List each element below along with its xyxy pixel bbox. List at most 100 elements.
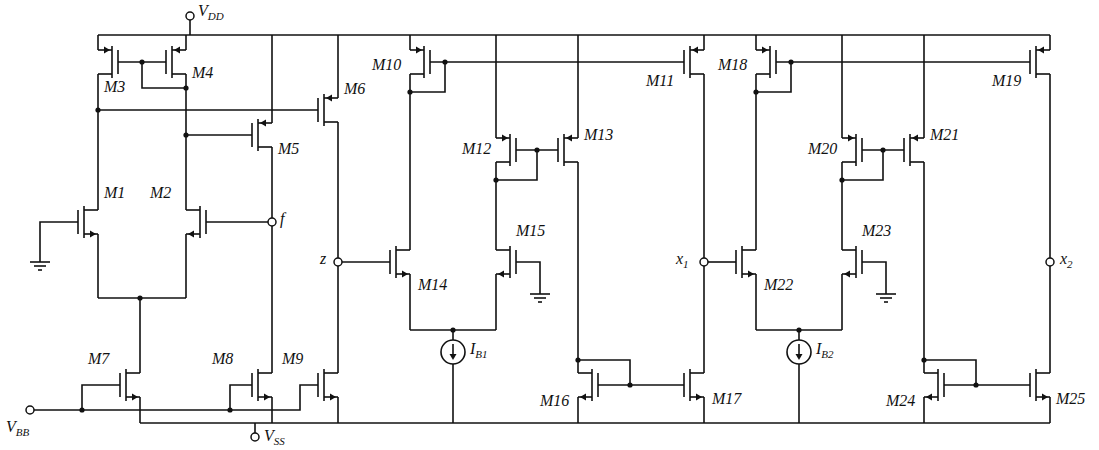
ground-stroke — [880, 297, 892, 299]
transistor-arrow — [326, 95, 332, 102]
transistor-arrow — [696, 394, 702, 401]
wire — [495, 35, 497, 138]
label-main: I — [470, 340, 475, 357]
signal-label: VSS — [264, 427, 285, 447]
transistor-label: z — [320, 250, 326, 268]
transistor-stroke — [251, 123, 253, 147]
current-arrow-head — [450, 354, 457, 360]
signal-label: IB1 — [470, 340, 488, 360]
ground-stroke — [530, 293, 550, 295]
ground-stroke — [876, 293, 896, 295]
wire — [841, 162, 843, 250]
transistor-stroke — [842, 161, 856, 163]
signal-label: x2 — [1060, 250, 1073, 270]
transistor-stroke — [910, 161, 924, 163]
transistor-stroke — [775, 50, 777, 74]
transistor-label: M5 — [278, 140, 299, 158]
current-source-symbol — [787, 340, 811, 364]
wire — [703, 74, 705, 373]
junction-dot — [788, 59, 793, 64]
pmos-symbol — [558, 134, 578, 166]
junction-dot — [796, 327, 801, 332]
transistor-label: M13 — [584, 126, 613, 144]
transistor-label: M7 — [88, 350, 109, 368]
nmos-symbol — [186, 206, 206, 238]
transistor-label: M8 — [212, 350, 233, 368]
transistor-stroke — [1029, 373, 1031, 397]
transistor-stroke — [324, 121, 338, 123]
wire — [924, 360, 976, 385]
nmos-symbol — [684, 369, 704, 401]
wire — [578, 360, 630, 385]
label-main: V — [198, 2, 208, 19]
junction-dot — [183, 85, 188, 90]
transistor-label: M9 — [282, 350, 303, 368]
wire — [703, 35, 705, 50]
wire — [708, 261, 736, 263]
wire — [755, 74, 757, 250]
ground-stroke — [538, 301, 542, 303]
wire — [337, 397, 339, 423]
wire — [271, 147, 273, 373]
wires — [34, 20, 1050, 433]
ground-symbol — [30, 262, 50, 270]
junction-dot — [921, 357, 926, 362]
transistor-label: M12 — [462, 140, 491, 158]
wire — [139, 298, 141, 373]
transistor-arrow — [502, 135, 508, 142]
wire — [577, 397, 579, 423]
transistor-label: M14 — [418, 276, 447, 294]
signal-label: x1 — [676, 250, 689, 270]
ground-stroke — [884, 301, 888, 303]
wire — [409, 74, 411, 250]
wire — [776, 61, 1030, 63]
wire — [862, 262, 886, 294]
wire — [189, 20, 191, 35]
junction-dot — [534, 147, 539, 152]
transistor-stroke — [861, 138, 863, 162]
junction-dot — [973, 382, 978, 387]
current-source-circle — [441, 340, 465, 364]
wire — [186, 134, 252, 136]
wire — [254, 423, 256, 433]
wire — [923, 397, 925, 423]
transistor-stroke — [496, 249, 510, 251]
terminal-circle — [700, 258, 708, 266]
transistor-label: M18 — [718, 56, 747, 74]
wire — [337, 35, 339, 98]
transistor-stroke — [564, 161, 578, 163]
wire — [97, 35, 99, 50]
wire — [577, 35, 579, 138]
transistor-stroke — [205, 210, 207, 234]
transistor-label: M10 — [372, 56, 401, 74]
transistor-stroke — [683, 373, 685, 397]
nmos-symbol — [736, 246, 756, 278]
transistor-stroke — [117, 50, 119, 74]
junctions — [79, 59, 978, 412]
wire — [206, 221, 268, 223]
junction-dot — [627, 382, 632, 387]
wire — [98, 109, 318, 111]
terminal-circle — [26, 406, 34, 414]
wire — [1049, 397, 1051, 423]
junction-dot — [493, 177, 498, 182]
wire — [798, 364, 800, 423]
terminals — [26, 12, 1054, 441]
nmos-symbol — [842, 246, 862, 278]
wire — [40, 222, 78, 262]
label-subscript: DD — [208, 10, 224, 22]
junction-dot — [450, 327, 455, 332]
transistor-stroke — [842, 249, 856, 251]
wire — [516, 262, 540, 294]
transistor-stroke — [186, 209, 200, 211]
nmos-symbol — [390, 246, 410, 278]
nmos-symbol — [578, 369, 598, 401]
label-subscript: BB — [16, 426, 29, 438]
current-sources — [441, 340, 811, 364]
wire — [97, 74, 99, 210]
wire — [82, 385, 120, 410]
wire — [1049, 74, 1051, 373]
label-main: V — [264, 427, 274, 444]
